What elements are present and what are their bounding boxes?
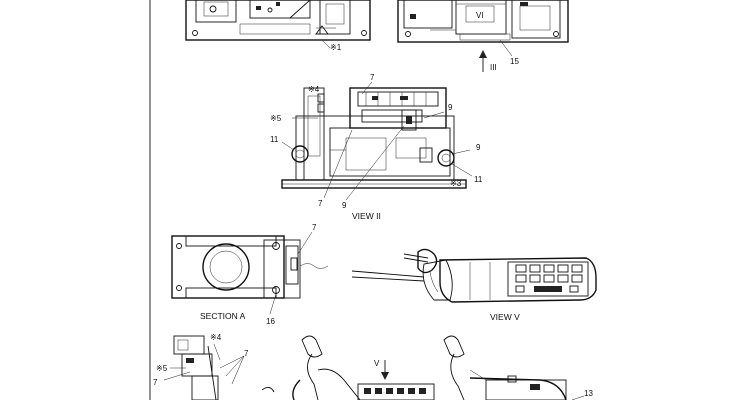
callout-star5-bottom: ※5 (156, 364, 168, 373)
callout-15: 15 (510, 57, 519, 66)
top-left-view: ※1 (185, 0, 371, 52)
callout-13: 13 (584, 389, 593, 398)
callout-7-bl-right: 7 (244, 349, 249, 358)
top-right-view: VI 15 III (397, 0, 569, 72)
callout-arrow-v: V (374, 359, 380, 368)
callout-11-left: 11 (270, 135, 279, 144)
caption-view-ii: VIEW II (352, 211, 381, 221)
callout-16: 16 (266, 317, 275, 326)
callout-vi: VI (476, 11, 484, 20)
view-ii: 7 ※4 ※5 11 9 9 11 ※3 7 9 VIEW II (270, 73, 483, 221)
callout-7-bl-left: 7 (153, 378, 158, 387)
bottom-left-view: ※4 7 ※5 7 (153, 333, 249, 400)
caption-view-v: VIEW V (490, 312, 520, 322)
callout-star4: ※4 (308, 85, 320, 94)
callout-7-bottom: 7 (318, 199, 323, 208)
callout-star1: ※1 (330, 43, 342, 52)
callout-7-section-a: 7 (312, 223, 317, 232)
bottom-right-view: 13 (443, 335, 593, 400)
bottom-middle-view: V (261, 335, 435, 400)
callout-star4-bottom: ※4 (210, 333, 222, 342)
callout-star5: ※5 (270, 114, 282, 123)
section-a: 7 16 SECTION A (171, 223, 329, 326)
callout-11-right: 11 (474, 175, 483, 184)
callout-star3: ※3 (450, 179, 462, 188)
callout-9-right: 9 (476, 143, 481, 152)
caption-section-a: SECTION A (200, 311, 246, 321)
view-v: VIEW V (351, 248, 597, 322)
callout-arrow-iii: III (490, 63, 497, 72)
callout-9-top: 9 (448, 103, 453, 112)
callout-7-top: 7 (370, 73, 375, 82)
callout-9-bottom: 9 (342, 201, 347, 210)
